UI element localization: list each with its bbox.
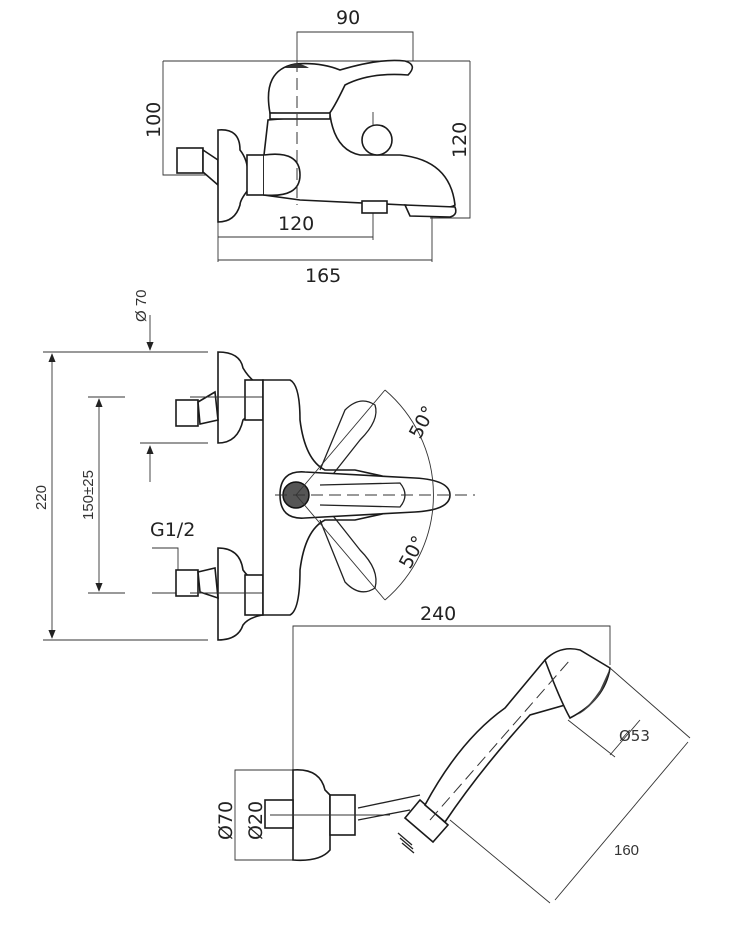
dim-inlet-to-spout: 165 [305,265,341,287]
dim-bracket-inner: Ø20 [245,801,267,840]
dim-inlet-to-diverter: 120 [278,213,314,235]
dim-reach: 240 [420,603,456,625]
angle-upper: 50° [405,402,440,442]
angle-lower: 50° [395,532,430,572]
dim-lever-reach: 90 [336,7,360,29]
shower-view: 240 Ø70 Ø20 Ø53 160 [215,603,691,904]
dim-height-total: 100 [143,102,165,138]
dim-height-right: 120 [449,122,471,158]
front-view: Ø 70 220 150±25 G1/2 50° 50° [33,289,475,641]
side-view: 90 100 120 120 165 [143,7,471,287]
dim-overall-height: 220 [33,485,50,510]
dim-head-diameter: Ø53 [619,727,650,745]
dim-center-distance: 150±25 [80,470,97,520]
dim-handset-length: 160 [614,842,639,859]
dim-bracket-outer: Ø70 [215,801,237,840]
thread-label: G1/2 [150,519,195,541]
dim-escutcheon-diameter: Ø 70 [133,289,150,322]
